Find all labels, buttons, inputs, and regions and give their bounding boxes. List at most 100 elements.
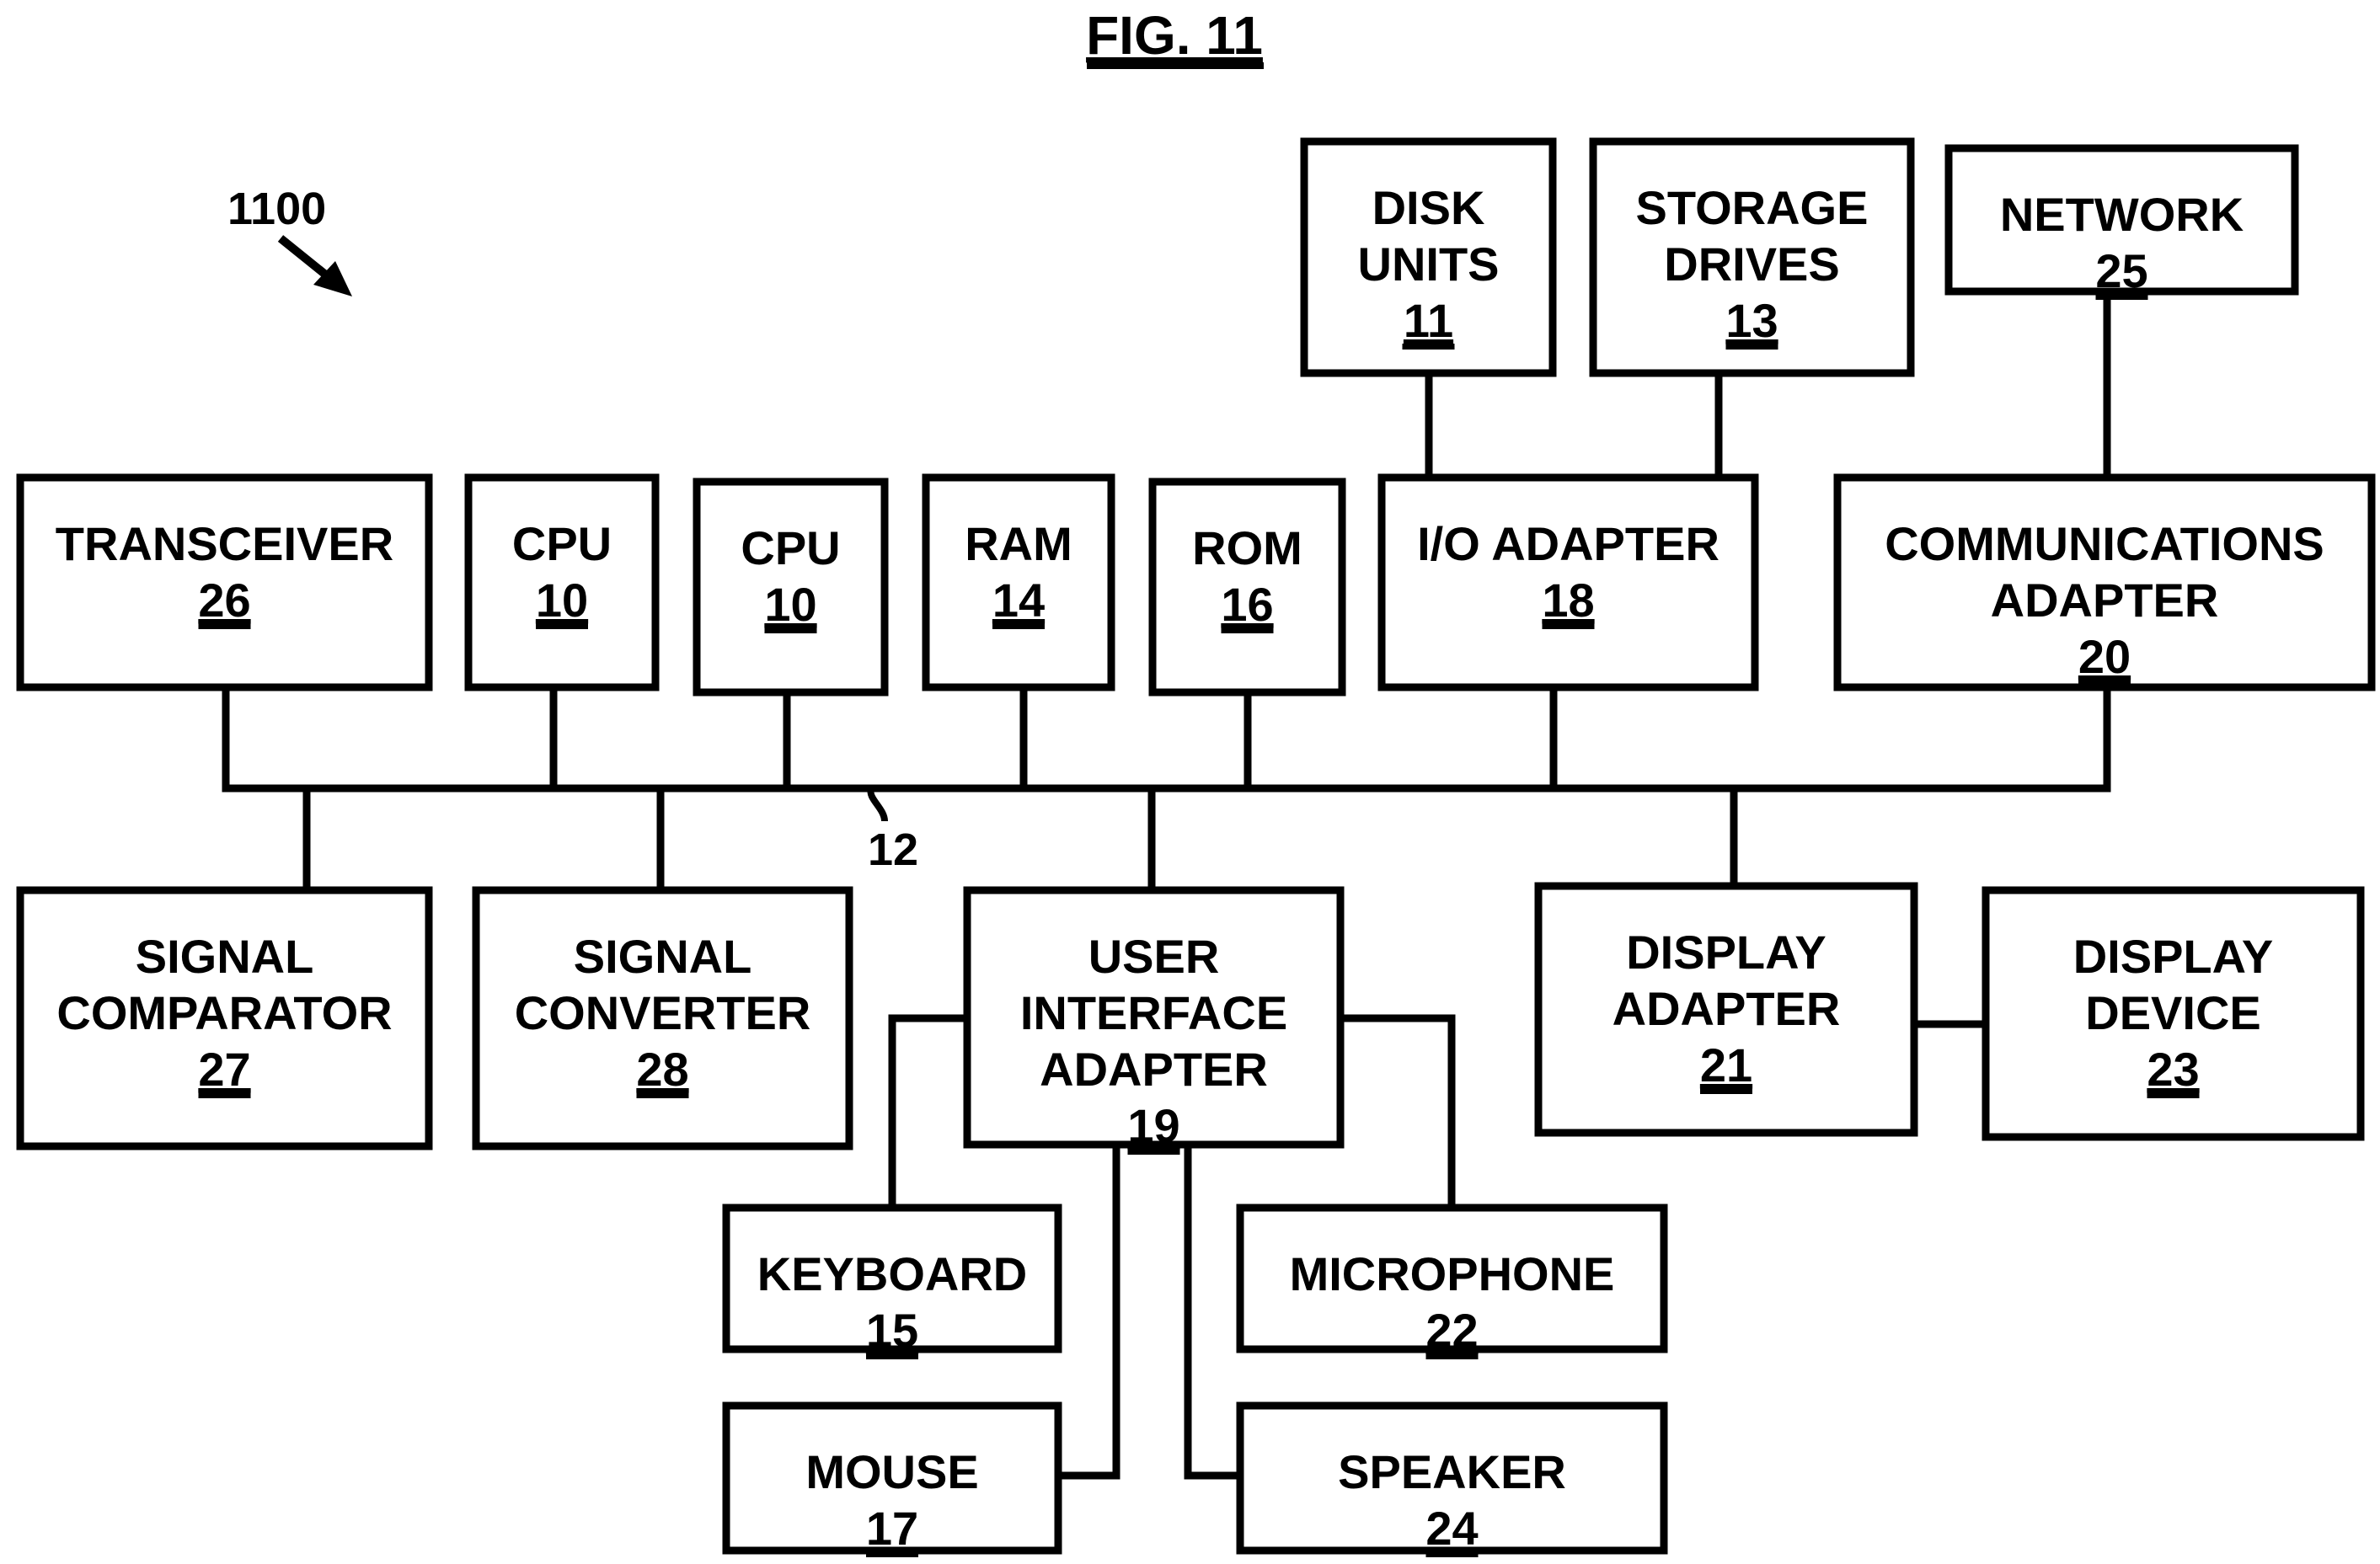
block-frame <box>1377 473 1759 691</box>
block-frame <box>472 886 853 1150</box>
block-label: ADAPTER <box>1991 574 2219 627</box>
block-frame <box>722 1204 1062 1353</box>
block-label: SPEAKER <box>1338 1445 1566 1498</box>
reference-underline <box>866 1551 918 1557</box>
block-reference-number: 27 <box>198 1043 250 1096</box>
block-frame <box>1236 1204 1668 1353</box>
block-reference-number: 10 <box>536 574 588 627</box>
reference-underline <box>1127 1149 1180 1155</box>
block-label: TRANSCEIVER <box>56 517 393 570</box>
reference-underline <box>1425 1353 1479 1359</box>
block-reference-number: 25 <box>2095 244 2147 297</box>
connector-lines <box>222 287 2111 1480</box>
blocks-layer: DISKUNITS11STORAGEDRIVES13NETWORK25TRANS… <box>16 137 2376 1557</box>
reference-underline <box>2095 294 2148 300</box>
reference-underline <box>1425 1551 1479 1557</box>
block-label: ADAPTER <box>1613 982 1841 1035</box>
block-frame <box>1833 473 2376 691</box>
block-frame <box>16 473 433 691</box>
block-label: USER <box>1088 930 1220 983</box>
block-reference-number: 14 <box>992 574 1045 627</box>
block-label: SIGNAL <box>574 930 752 983</box>
reference-underline <box>198 1092 251 1098</box>
block-reference-number: 18 <box>1542 574 1594 627</box>
reference-underline <box>866 1353 918 1359</box>
block-label: CPU <box>512 517 612 570</box>
block-frame <box>963 886 1345 1149</box>
block-label: ROM <box>1192 521 1302 574</box>
block-label: CONVERTER <box>515 986 811 1039</box>
reference-underline <box>1542 623 1595 629</box>
reference-underline <box>1402 344 1455 350</box>
block-frame <box>1589 137 1915 377</box>
reference-underline <box>764 627 817 633</box>
block-frame <box>1148 478 1346 697</box>
block-frame <box>1300 137 1557 377</box>
block-reference-number: 23 <box>2147 1043 2199 1096</box>
block-frame <box>1236 1401 1668 1555</box>
reference-underline <box>1221 627 1274 633</box>
reference-underline <box>198 623 251 629</box>
block-label: UNITS <box>1358 238 1500 291</box>
wire-microphone-uia <box>1336 1014 1456 1212</box>
reference-underline <box>636 1092 689 1098</box>
block-reference-number: 28 <box>636 1043 688 1096</box>
block-frame <box>464 473 660 691</box>
block-reference-number: 26 <box>198 574 250 627</box>
block-reference-number: 20 <box>2078 630 2131 683</box>
block-label: NETWORK <box>2000 188 2244 241</box>
reference-label-1100: 1100 <box>227 184 326 234</box>
block-reference-number: 15 <box>866 1304 918 1357</box>
wire-speaker-uia <box>1184 1140 1244 1480</box>
block-frame <box>922 473 1115 691</box>
block-reference-number: 24 <box>1425 1502 1478 1555</box>
block-label: KEYBOARD <box>757 1247 1027 1300</box>
block-frame <box>693 478 889 697</box>
figure-title: FIG. 11 <box>1086 5 1263 66</box>
block-label: ADAPTER <box>1040 1043 1268 1096</box>
block-label: CPU <box>741 521 840 574</box>
block-reference-number: 10 <box>764 578 816 631</box>
block-reference-number: 19 <box>1127 1099 1179 1152</box>
block-label: RAM <box>965 517 1072 570</box>
block-reference-number: 21 <box>1700 1038 1752 1092</box>
block-reference-number: 22 <box>1425 1304 1478 1357</box>
block-label: DISK <box>1372 181 1485 234</box>
block-reference-number: 11 <box>1404 294 1453 347</box>
bus-12-leader <box>867 787 888 822</box>
block-label: INTERFACE <box>1020 986 1287 1039</box>
block-label: MOUSE <box>805 1445 978 1498</box>
block-label: MICROPHONE <box>1290 1247 1615 1300</box>
block-frame <box>722 1401 1062 1555</box>
block-label: COMPARATOR <box>56 986 392 1039</box>
reference-underline <box>1700 1088 1752 1094</box>
block-reference-number: 16 <box>1221 578 1273 631</box>
bus-label: 12 <box>868 825 918 875</box>
block-label: DRIVES <box>1664 238 1840 291</box>
title-underline <box>1087 62 1264 69</box>
block-frame <box>1944 144 2299 296</box>
reference-underline <box>1725 344 1778 350</box>
block-label: DISPLAY <box>2073 930 2274 983</box>
reference-underline <box>2147 1092 2200 1098</box>
block-frame <box>16 886 433 1150</box>
block-reference-number: 13 <box>1725 294 1778 347</box>
